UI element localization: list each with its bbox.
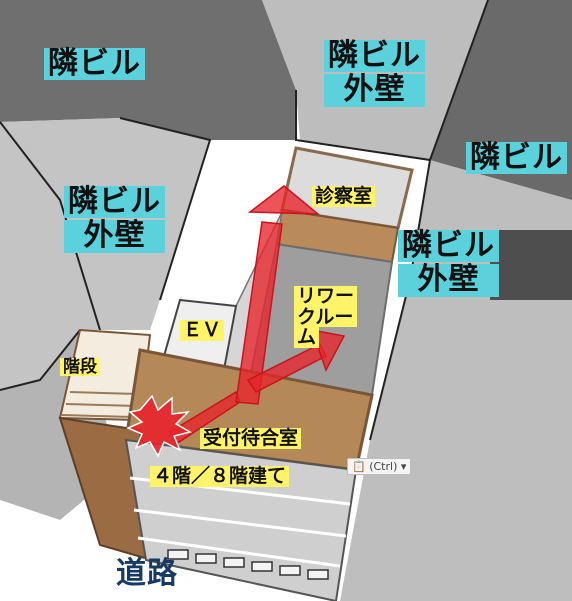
neighbor-wall-label-right-line1: 隣ビル	[398, 229, 499, 263]
street-windows	[167, 549, 329, 580]
neighbor-building-label-top-left: 隣ビル	[44, 47, 145, 81]
neighbor-wall-label-left-line2: 外壁	[64, 219, 165, 253]
neighbor-wall-label-right: 隣ビル 外壁	[398, 229, 499, 297]
stair-steps	[61, 391, 139, 418]
neighbor-wall-label-right-line2: 外壁	[398, 263, 499, 297]
recovery-room-label-line3: ム	[294, 327, 320, 348]
neighbor-building-label-right: 隣ビル	[466, 141, 567, 175]
route-arrow-vertical	[235, 221, 283, 405]
reception-waiting-label: 受付待合室	[200, 428, 302, 449]
neighbor-wall-label-left-line1: 隣ビル	[64, 185, 165, 219]
paste-options-label: (Ctrl)	[369, 460, 398, 473]
paste-options-button[interactable]: 📋 (Ctrl) ▾	[347, 458, 412, 475]
neighbor-wall-label-top-center-line2: 外壁	[324, 73, 425, 107]
neighbor-wall-label-top-center-line1: 隣ビル	[324, 39, 425, 73]
recovery-room-label-line1: リワー	[294, 286, 358, 307]
road-label: 道路	[116, 556, 178, 591]
exam-room-label: 診察室	[312, 186, 376, 207]
route-arrow-head-exam	[247, 185, 321, 215]
clipboard-icon: 📋	[352, 460, 366, 473]
stairs-label: 階段	[60, 358, 100, 376]
recovery-room-label-line2: クルー	[294, 306, 358, 328]
floor-info-label: ４階／８階建て	[150, 466, 290, 487]
route-arrow-head-recovery	[310, 329, 346, 372]
chevron-down-icon: ▾	[400, 460, 407, 473]
elevator-label: ＥＶ	[180, 320, 225, 341]
neighbor-wall-label-left: 隣ビル 外壁	[64, 185, 165, 253]
ground-road	[0, 500, 160, 601]
recovery-room-label: リワー クルー ム	[294, 286, 358, 348]
neighbor-building-top-left	[0, 0, 296, 140]
neighbor-wall-label-top-center: 隣ビル 外壁	[324, 39, 425, 107]
neighbor-building-right-dark-lower	[490, 230, 572, 300]
start-burst-icon	[126, 394, 192, 458]
